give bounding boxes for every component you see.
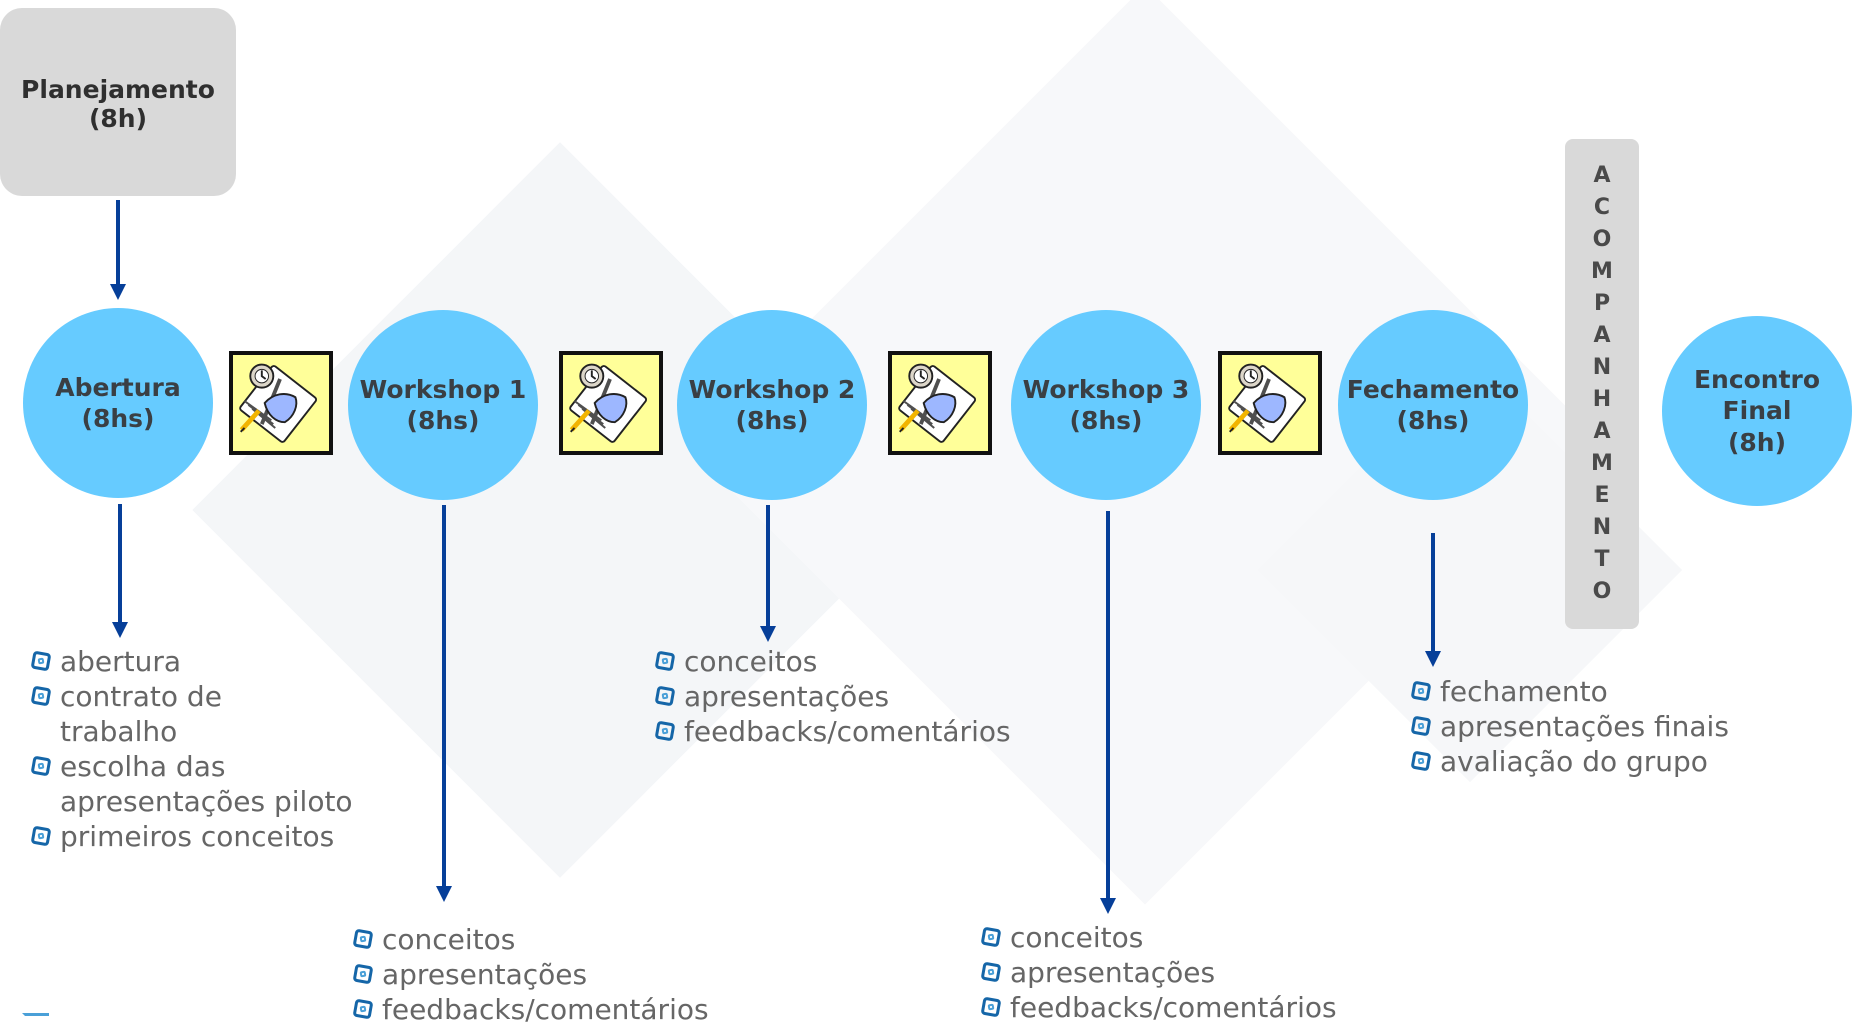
workshop2-list: conceitos apresentações feedbacks/coment…: [654, 644, 1076, 749]
workshop1-list: conceitos apresentações feedbacks/coment…: [352, 922, 774, 1024]
list-item: abertura: [30, 644, 362, 679]
list-item: fechamento: [1410, 674, 1832, 709]
diamond-bullet-icon: [1410, 715, 1432, 737]
workshop2-connector: [766, 505, 770, 626]
list-item: primeiros conceitos: [30, 819, 362, 854]
diamond-bullet-icon: [30, 650, 52, 672]
diamond-bullet-icon: [1410, 750, 1432, 772]
fechamento-arrowhead: [1425, 651, 1441, 667]
stage-abertura: Abertura (8hs): [23, 308, 213, 498]
list-item: conceitos: [980, 920, 1402, 955]
abertura-arrowhead: [112, 622, 128, 638]
stage-workshop-2: Workshop 2 (8hs): [677, 310, 867, 500]
workshop1-connector: [442, 505, 446, 886]
diamond-bullet-icon: [30, 825, 52, 847]
study-notebook-icon: [1218, 351, 1322, 455]
diamond-bullet-icon: [352, 963, 374, 985]
list-item: conceitos: [654, 644, 1076, 679]
diamond-bullet-icon: [1410, 680, 1432, 702]
list-item: feedbacks/comentários: [352, 992, 774, 1024]
study-notebook-icon: [559, 351, 663, 455]
workshop3-connector: [1106, 511, 1110, 898]
diamond-bullet-icon: [654, 685, 676, 707]
list-item: apresentações: [654, 679, 1076, 714]
workshop3-arrowhead: [1100, 898, 1116, 914]
abertura-list: abertura contrato de trabalho escolha da…: [30, 644, 362, 854]
diamond-bullet-icon: [980, 961, 1002, 983]
planning-box: Planejamento (8h): [0, 8, 236, 196]
diamond-bullet-icon: [654, 720, 676, 742]
fechamento-list: fechamento apresentações finais avaliaçã…: [1410, 674, 1832, 779]
list-item: avaliação do grupo: [1410, 744, 1832, 779]
list-item: apresentações: [352, 957, 774, 992]
stage-workshop-1: Workshop 1 (8hs): [348, 310, 538, 500]
workshop2-arrowhead: [760, 626, 776, 642]
list-item: apresentações finais: [1410, 709, 1832, 744]
diamond-bullet-icon: [352, 928, 374, 950]
stage-encontro-final: Encontro Final (8h): [1662, 316, 1852, 506]
workshop3-list: conceitos apresentações feedbacks/coment…: [980, 920, 1402, 1024]
accompaniment-label: ACOMPANHAMENTO: [1591, 163, 1613, 604]
stage-workshop-3: Workshop 3 (8hs): [1011, 310, 1201, 500]
planning-arrowhead: [110, 284, 126, 300]
list-item: feedbacks/comentários: [980, 990, 1402, 1024]
list-item: feedbacks/comentários: [654, 714, 1076, 749]
diamond-bullet-icon: [30, 685, 52, 707]
accompaniment-bar: ACOMPANHAMENTO: [1565, 139, 1639, 629]
diamond-bullet-icon: [30, 755, 52, 777]
corner-mark-icon: [22, 1013, 49, 1024]
diamond-bullet-icon: [352, 998, 374, 1020]
abertura-connector: [118, 504, 122, 622]
list-item: escolha das apresentações piloto: [30, 749, 362, 819]
diamond-bullet-icon: [980, 996, 1002, 1018]
diamond-bullet-icon: [654, 650, 676, 672]
fechamento-connector: [1431, 533, 1435, 651]
planning-connector: [116, 200, 120, 284]
stage-fechamento: Fechamento (8hs): [1338, 310, 1528, 500]
list-item: contrato de trabalho: [30, 679, 362, 749]
study-notebook-icon: [229, 351, 333, 455]
list-item: apresentações: [980, 955, 1402, 990]
study-notebook-icon: [888, 351, 992, 455]
list-item: conceitos: [352, 922, 774, 957]
diamond-bullet-icon: [980, 926, 1002, 948]
workshop1-arrowhead: [436, 886, 452, 902]
